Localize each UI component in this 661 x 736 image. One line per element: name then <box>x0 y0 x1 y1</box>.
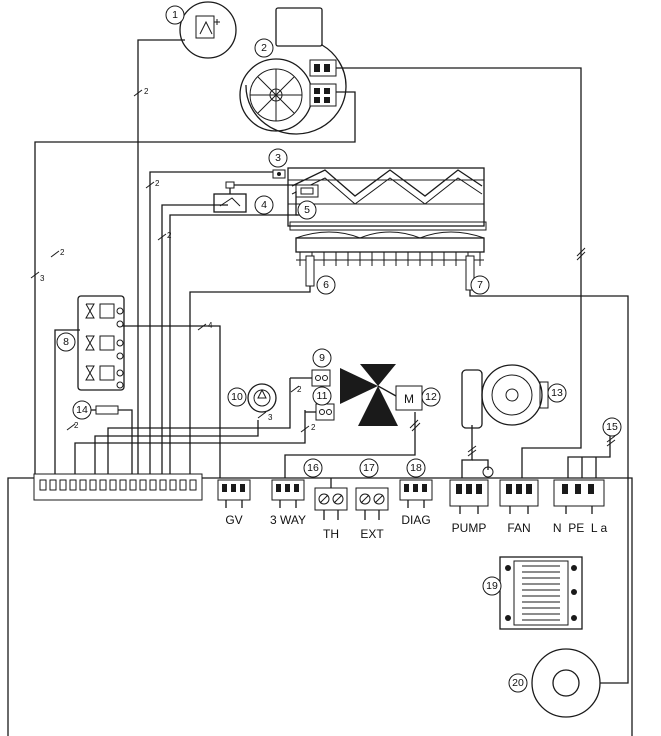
flow-sensor-icon <box>272 169 286 179</box>
callout-3: 3 <box>268 148 288 168</box>
svg-text:16: 16 <box>307 462 319 474</box>
svg-text:18: 18 <box>410 462 422 474</box>
connector-mains: N PE L a <box>553 479 608 535</box>
callout-8: 8 <box>56 332 76 352</box>
connector-3way: 3 WAY <box>270 479 306 527</box>
callout-18: 18 <box>406 458 426 478</box>
main-connector-strip <box>33 473 203 501</box>
svg-text:7: 7 <box>477 279 483 291</box>
water-pressure-switch-icon <box>305 403 335 421</box>
wire-count-label: 2 <box>74 421 79 430</box>
fan-icon <box>239 7 347 135</box>
buzzer-icon <box>531 648 601 718</box>
valve-motor-label: M <box>404 392 414 406</box>
svg-text:2: 2 <box>261 42 267 54</box>
wire-count-label: 2 <box>311 423 316 432</box>
heat-exchanger <box>287 167 485 227</box>
wire-count-label: 3 <box>40 274 45 283</box>
svg-text:9: 9 <box>319 352 325 364</box>
diverter-valve-icon: M <box>340 364 423 426</box>
wire-count-markers: 2 2 2 2 3 2 4 2 3 2 <box>30 87 616 457</box>
callout-20: 20 <box>508 673 528 693</box>
detection-electrode-icon <box>465 255 475 291</box>
pump-icon <box>461 364 549 429</box>
connector-pump: PUMP <box>449 466 494 535</box>
callout-6: 6 <box>316 275 336 295</box>
dhw-sensor-icon <box>295 184 319 216</box>
wire-count-label: 4 <box>208 321 213 330</box>
connector-pump-label: PUMP <box>452 521 487 535</box>
svg-text:17: 17 <box>363 462 375 474</box>
control-board <box>7 477 633 736</box>
svg-text:4: 4 <box>261 199 267 211</box>
callout-16: 16 <box>303 458 323 478</box>
callout-12: 12 <box>421 387 441 407</box>
gas-valve-icon <box>77 295 125 391</box>
callout-5: 5 <box>297 200 317 220</box>
connector-th-label: TH <box>323 527 339 541</box>
svg-text:6: 6 <box>323 279 329 291</box>
svg-text:12: 12 <box>425 391 437 403</box>
wire-count-label: 2 <box>144 87 149 96</box>
connector-3way-label: 3 WAY <box>270 513 306 527</box>
callout-9: 9 <box>312 348 332 368</box>
wire-count-label: 2 <box>60 248 65 257</box>
svg-text:3: 3 <box>275 152 281 164</box>
callout-2: 2 <box>254 38 274 58</box>
svg-text:15: 15 <box>606 421 618 433</box>
connector-fan-label: FAN <box>507 521 530 535</box>
callout-7: 7 <box>470 275 490 295</box>
overheat-thermostat-icon <box>179 1 237 59</box>
callout-13: 13 <box>547 383 567 403</box>
svg-text:1: 1 <box>172 9 178 21</box>
ignition-electrode-icon <box>305 255 315 287</box>
callout-15: 15 <box>602 417 622 437</box>
wire-count-label: 2 <box>155 179 160 188</box>
svg-text:8: 8 <box>63 336 69 348</box>
connector-th: TH <box>314 478 348 541</box>
callout-19: 19 <box>482 576 502 596</box>
svg-text:10: 10 <box>231 391 243 403</box>
svg-text:5: 5 <box>304 204 310 216</box>
dhw-flow-switch-icon <box>290 369 331 387</box>
connector-fan: FAN <box>499 479 539 535</box>
connector-mains-label: N PE L a <box>553 521 608 535</box>
connector-ext-label: EXT <box>360 527 384 541</box>
connector-diag: DIAG <box>399 479 433 527</box>
flow-meter-icon <box>247 383 277 413</box>
callout-14: 14 <box>72 400 92 420</box>
wiring <box>34 39 629 684</box>
wire-count-label: 3 <box>268 413 273 422</box>
connector-gv-label: GV <box>225 513 242 527</box>
callout-17: 17 <box>359 458 379 478</box>
callout-10: 10 <box>227 387 247 407</box>
connector-diag-label: DIAG <box>401 513 430 527</box>
connector-gv: GV <box>217 479 251 527</box>
pressure-switch-icon <box>213 181 298 213</box>
svg-text:14: 14 <box>76 404 88 416</box>
callout-1: 1 <box>165 5 185 25</box>
callout-4: 4 <box>254 195 274 215</box>
wire-count-label: 2 <box>167 231 172 240</box>
callouts: 1 2 3 4 5 6 7 8 9 10 11 12 13 14 15 16 1… <box>56 5 622 693</box>
svg-text:13: 13 <box>551 387 563 399</box>
burner <box>289 221 487 266</box>
wire-count-label: 2 <box>297 385 302 394</box>
callout-11: 11 <box>312 386 332 406</box>
connector-ext: EXT <box>355 487 389 541</box>
svg-text:20: 20 <box>512 677 524 689</box>
transformer-icon <box>499 556 583 630</box>
svg-text:19: 19 <box>486 580 498 592</box>
svg-text:11: 11 <box>317 390 328 402</box>
